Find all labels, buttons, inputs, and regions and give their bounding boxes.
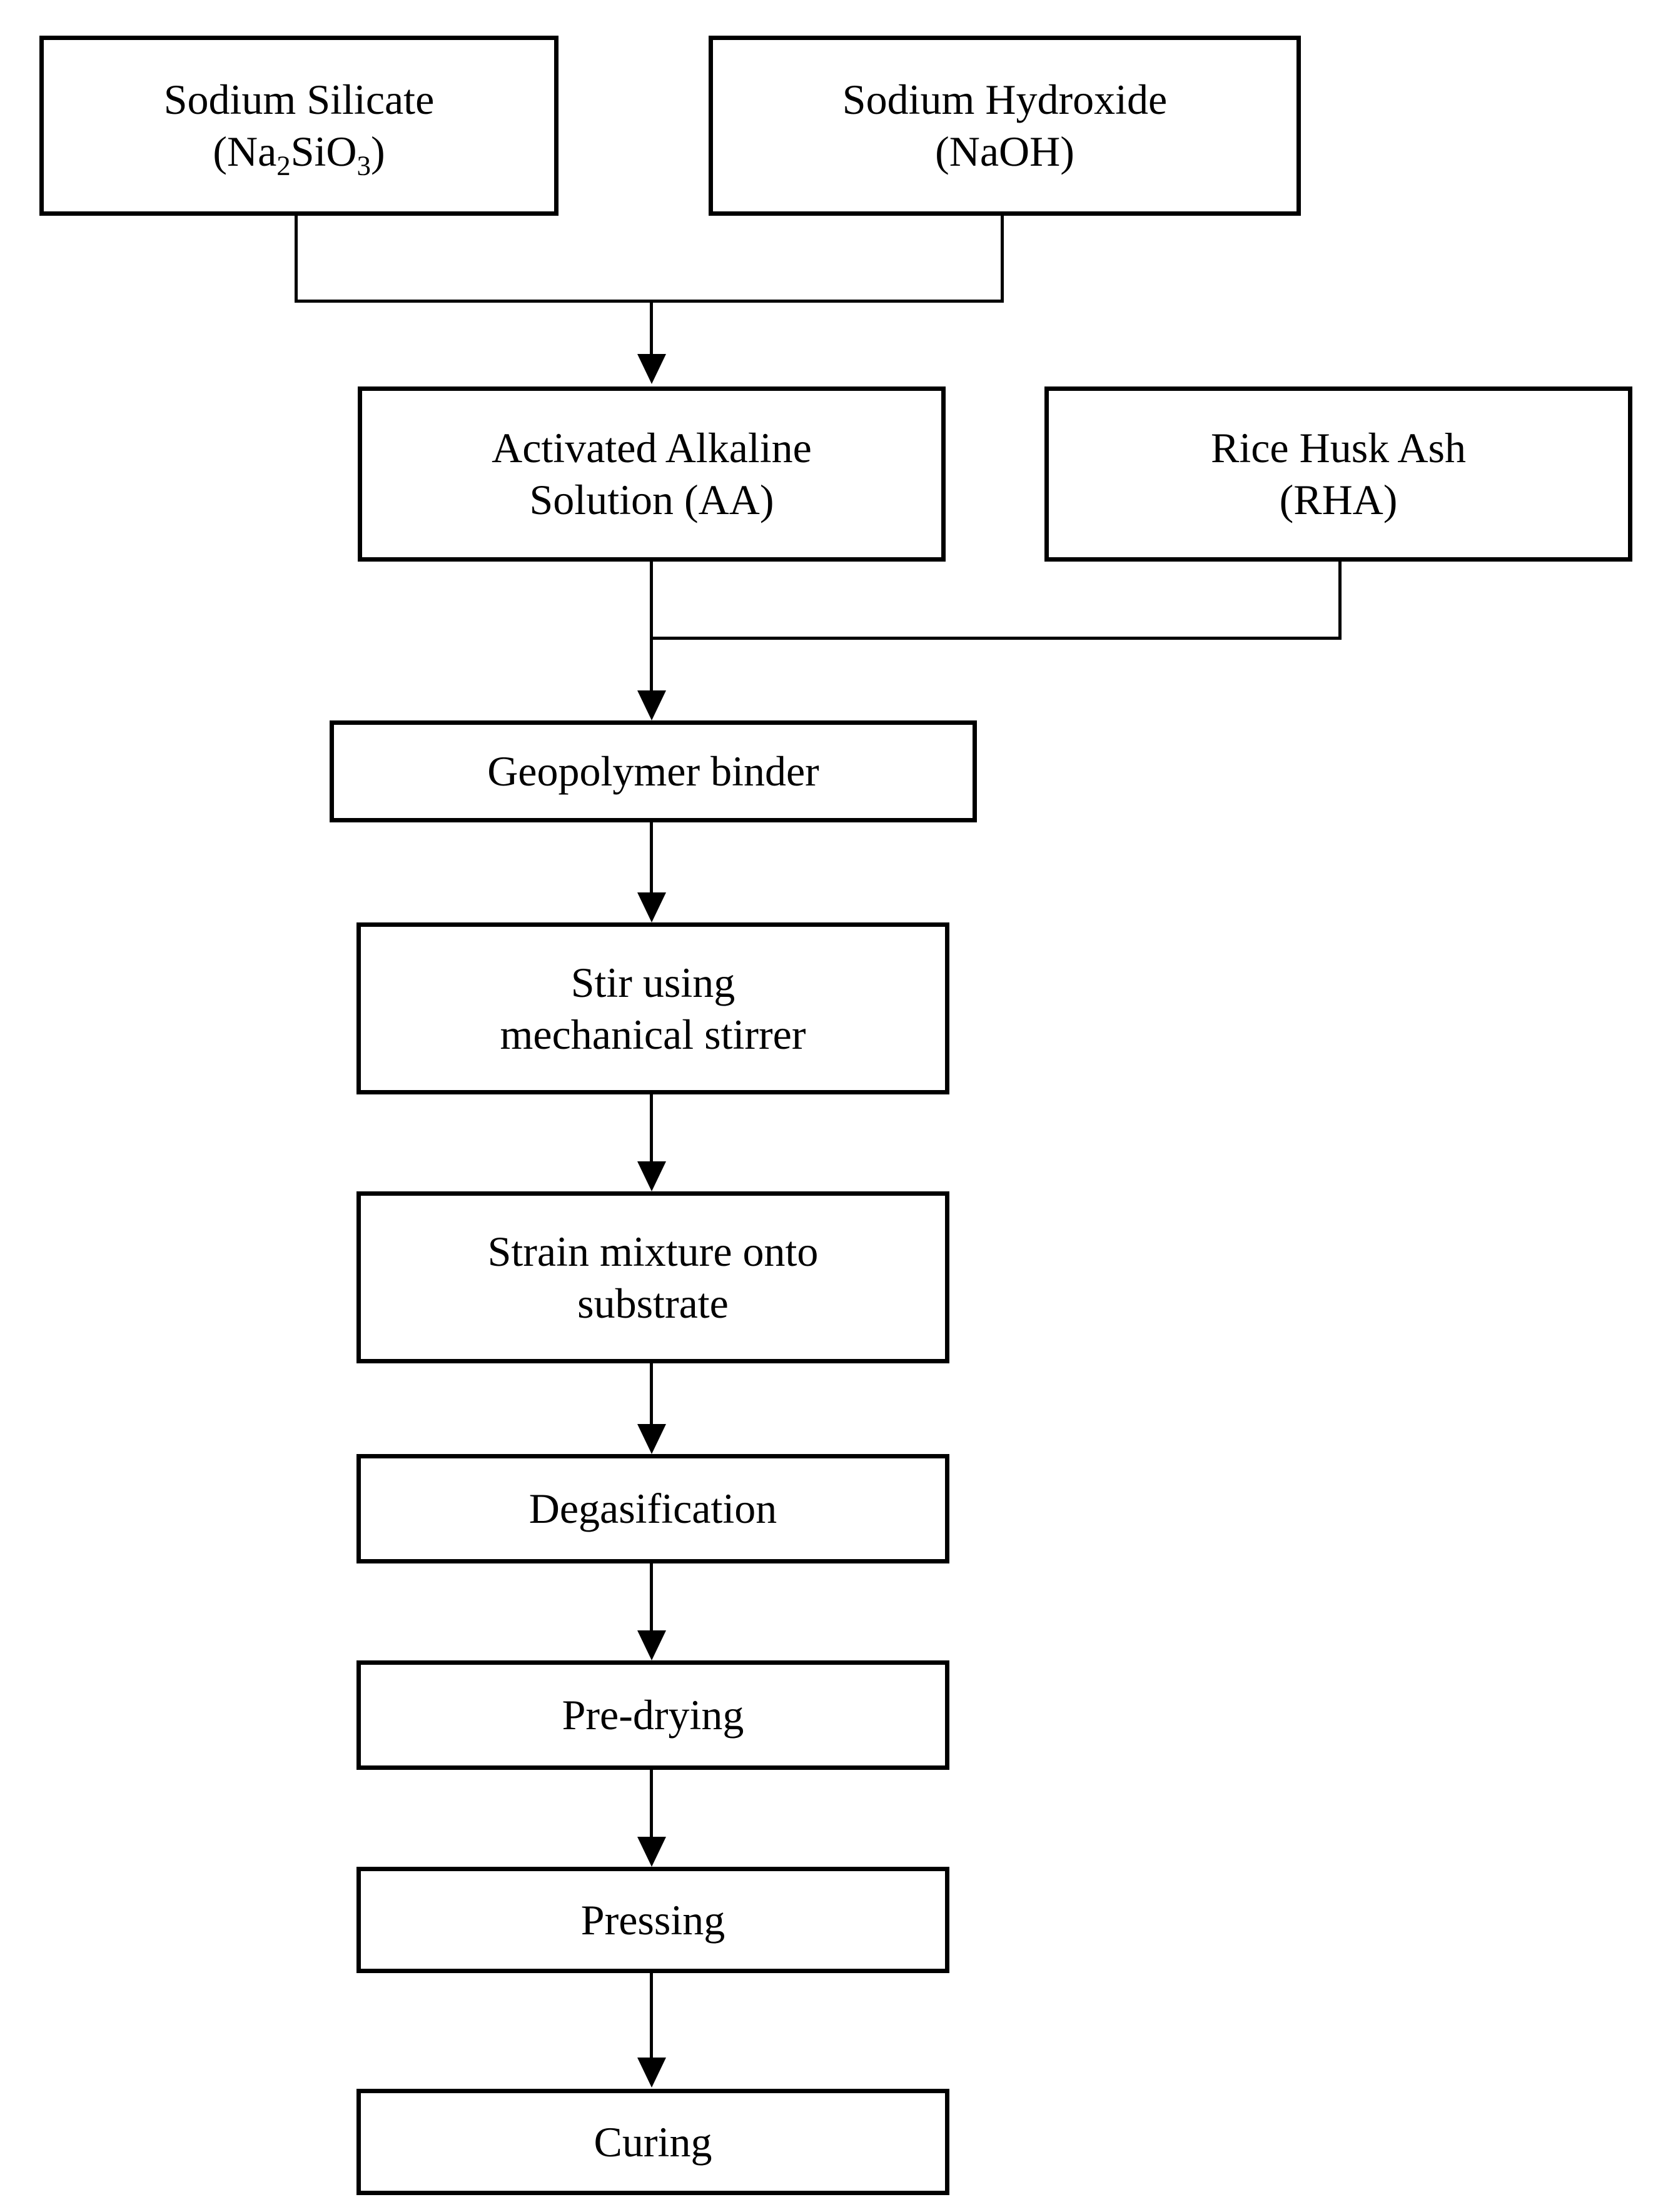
- edge-activated-alkaline-drop: [650, 562, 653, 692]
- node-pressing-label: Pressing: [580, 1896, 725, 1944]
- node-stir-using-mechanical-stirrer-label: Stir using mechanical stirrer: [500, 958, 806, 1058]
- node-sodium-hydroxide-label: Sodium Hydroxide(NaOH): [842, 76, 1168, 175]
- edge-sodium-silicate-drop: [295, 216, 298, 303]
- arrowhead-to-pre-drying: [637, 1630, 666, 1660]
- node-geopolymer-binder[interactable]: Geopolymer binder: [330, 720, 977, 822]
- edge-stir-to-strain: [650, 1094, 653, 1166]
- node-stir-using-mechanical-stirrer[interactable]: Stir using mechanical stirrer: [356, 922, 949, 1094]
- node-curing-label: Curing: [594, 2118, 712, 2166]
- edge-sodium-hydroxide-drop: [1001, 216, 1004, 303]
- arrowhead-to-pressing: [637, 1837, 666, 1867]
- arrowhead-to-degasification: [637, 1424, 666, 1454]
- edge-geopolymer-to-stir: [650, 822, 653, 894]
- node-strain-mixture-onto-substrate-label: Strain mixture onto substrate: [487, 1227, 819, 1327]
- node-rice-husk-ash[interactable]: Rice Husk Ash(RHA): [1044, 386, 1632, 562]
- arrowhead-to-strain: [637, 1161, 666, 1191]
- edge-strain-to-degasification: [650, 1363, 653, 1426]
- node-pressing[interactable]: Pressing: [356, 1867, 949, 1973]
- node-strain-mixture-onto-substrate[interactable]: Strain mixture onto substrate: [356, 1191, 949, 1363]
- arrowhead-to-geopolymer-binder: [637, 690, 666, 720]
- node-geopolymer-binder-label: Geopolymer binder: [487, 747, 819, 795]
- arrowhead-to-stir: [637, 892, 666, 922]
- node-sodium-silicate-label: Sodium Silicate(Na2SiO3): [163, 76, 435, 181]
- node-pre-drying-label: Pre-drying: [562, 1691, 744, 1739]
- node-degasification[interactable]: Degasification: [356, 1454, 949, 1563]
- edge-pre-drying-to-pressing: [650, 1770, 653, 1839]
- edge-degasification-to-pre-drying: [650, 1563, 653, 1632]
- arrowhead-to-curing: [637, 2058, 666, 2088]
- node-sodium-silicate[interactable]: Sodium Silicate(Na2SiO3): [39, 36, 559, 216]
- edge-pressing-to-curing: [650, 1973, 653, 2058]
- edge-rice-husk-ash-join-bar: [650, 637, 1342, 640]
- edge-rice-husk-ash-drop: [1338, 562, 1342, 640]
- node-rice-husk-ash-label: Rice Husk Ash(RHA): [1211, 424, 1466, 523]
- edge-row1-merge-bar: [295, 300, 1004, 303]
- node-pre-drying[interactable]: Pre-drying: [356, 1660, 949, 1770]
- arrowhead-to-activated-alkaline: [637, 354, 666, 384]
- node-sodium-hydroxide[interactable]: Sodium Hydroxide(NaOH): [709, 36, 1301, 216]
- edge-row1-merge-stem: [650, 300, 653, 356]
- node-curing[interactable]: Curing: [356, 2089, 949, 2195]
- node-degasification-label: Degasification: [528, 1485, 777, 1533]
